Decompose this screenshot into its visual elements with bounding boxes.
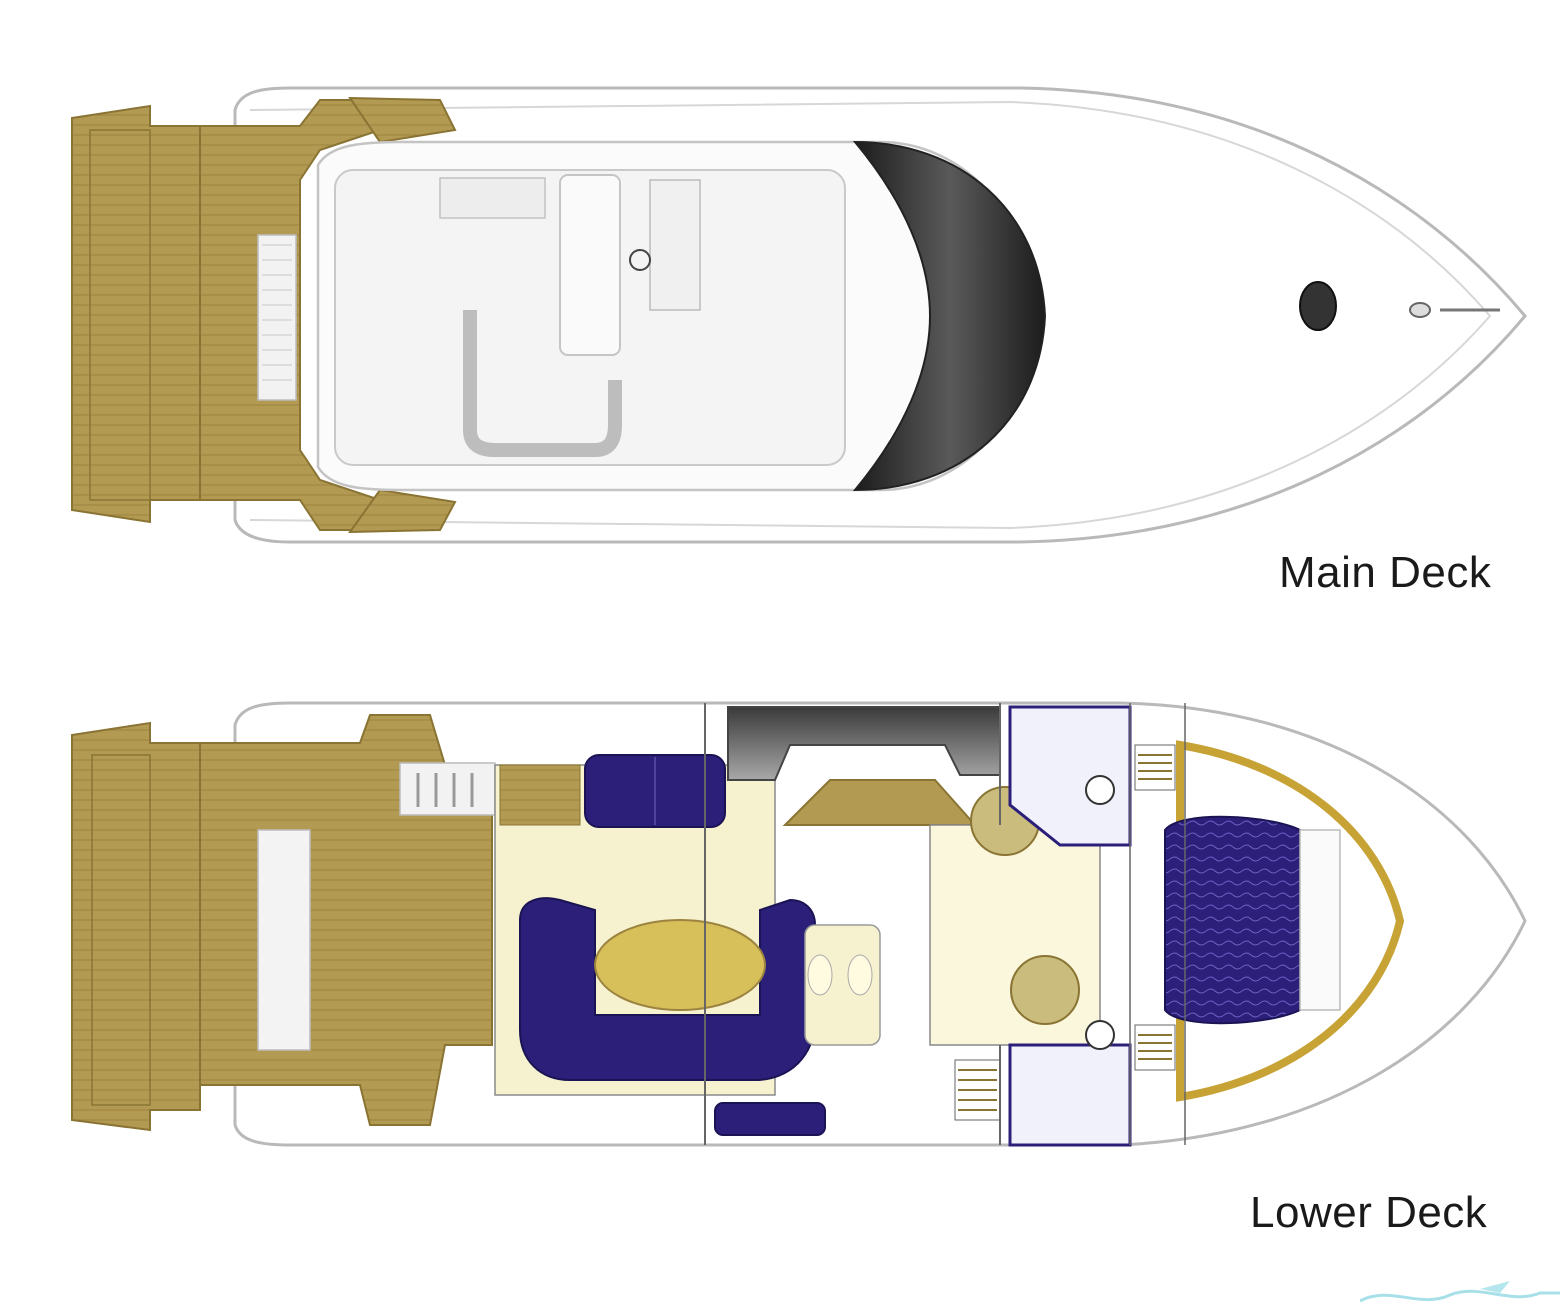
head-port (1008, 705, 1132, 847)
lower-deck-plan (0, 685, 1560, 1205)
head-starboard (1008, 1043, 1132, 1147)
lower-swim-platform (71, 721, 201, 1132)
main-deck-label: Main Deck (1279, 548, 1492, 597)
foredeck-hatch (1299, 281, 1337, 331)
lower-deck-drawing (71, 701, 1527, 1147)
swim-platform (71, 104, 201, 524)
watermark-wave-icon (1360, 1281, 1560, 1303)
lower-deck-label: Lower Deck (1250, 1188, 1488, 1237)
main-deck-plan (0, 70, 1560, 570)
dinette-table (594, 919, 766, 1011)
u-seat (463, 310, 622, 457)
stairs-port (348, 96, 457, 144)
main-deck-drawing (71, 86, 1527, 544)
windscreen (852, 140, 1047, 492)
hatch-light-2 (1010, 955, 1080, 1025)
corridor (929, 824, 1101, 1046)
stairs-starboard (348, 488, 457, 534)
